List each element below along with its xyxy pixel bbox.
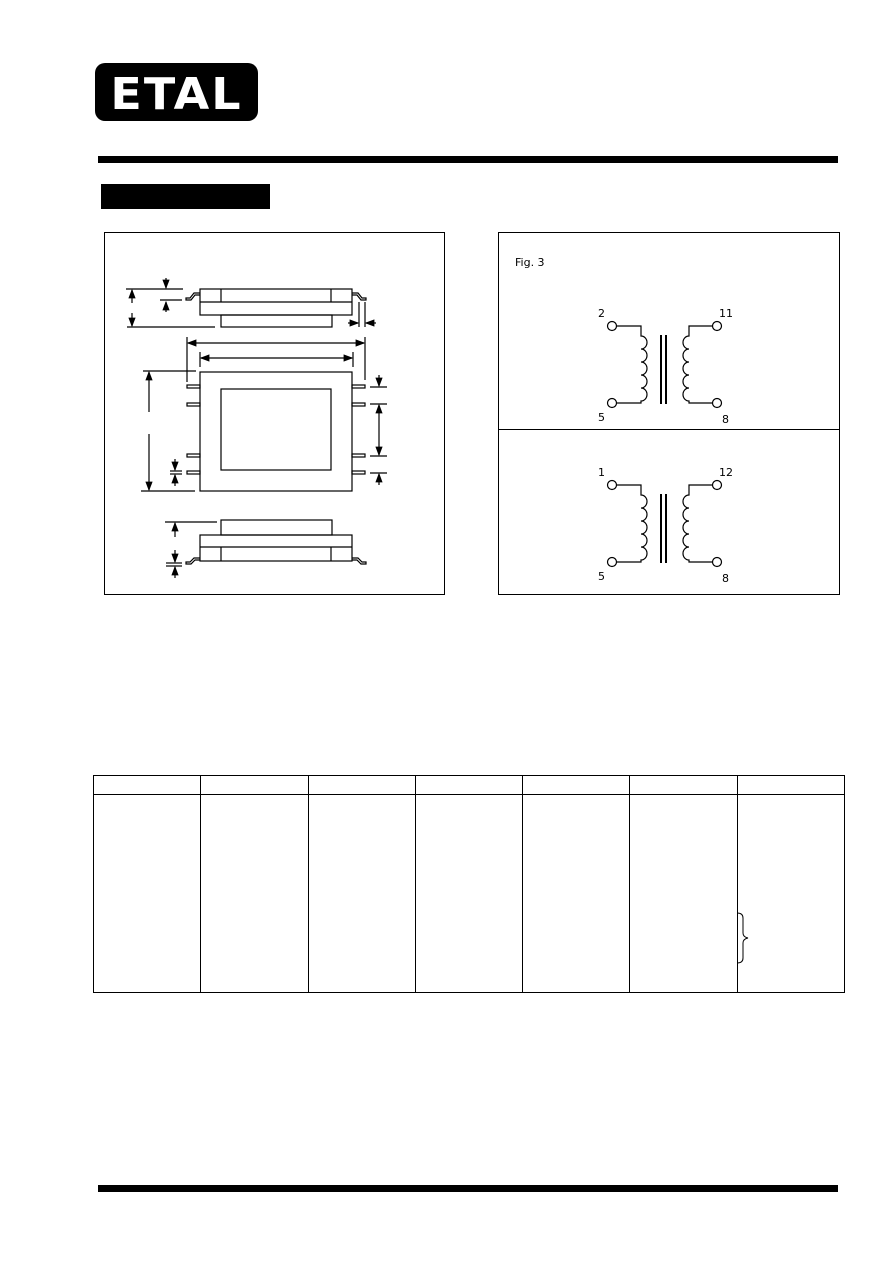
pin-label: 2 xyxy=(598,307,605,320)
pin-label: 5 xyxy=(598,411,605,424)
pin-label: 8 xyxy=(722,572,729,585)
side-view-bottom xyxy=(165,519,367,578)
table-row xyxy=(92,794,846,993)
pin-label: 1 xyxy=(598,466,605,479)
top-view xyxy=(141,337,387,492)
etal-logo: ETAL xyxy=(95,63,258,121)
transformer-bottom xyxy=(606,479,723,568)
figure-label: Fig. 3 xyxy=(515,256,545,269)
pin-label: 11 xyxy=(719,307,733,320)
footer-rule xyxy=(98,1185,838,1192)
header-rule xyxy=(98,156,838,163)
pin-label: 5 xyxy=(598,570,605,583)
spec-table xyxy=(92,775,846,993)
section-title-bar xyxy=(101,184,270,209)
schematic-divider xyxy=(498,429,840,430)
table-header-row xyxy=(92,775,846,795)
dimension-drawing-box xyxy=(104,232,445,595)
pin-label: 12 xyxy=(719,466,733,479)
side-view-top xyxy=(126,278,376,328)
logo-text: ETAL xyxy=(110,68,243,120)
pin-label: 8 xyxy=(722,413,729,426)
transformer-top xyxy=(606,320,723,409)
schematic-box xyxy=(498,232,840,595)
